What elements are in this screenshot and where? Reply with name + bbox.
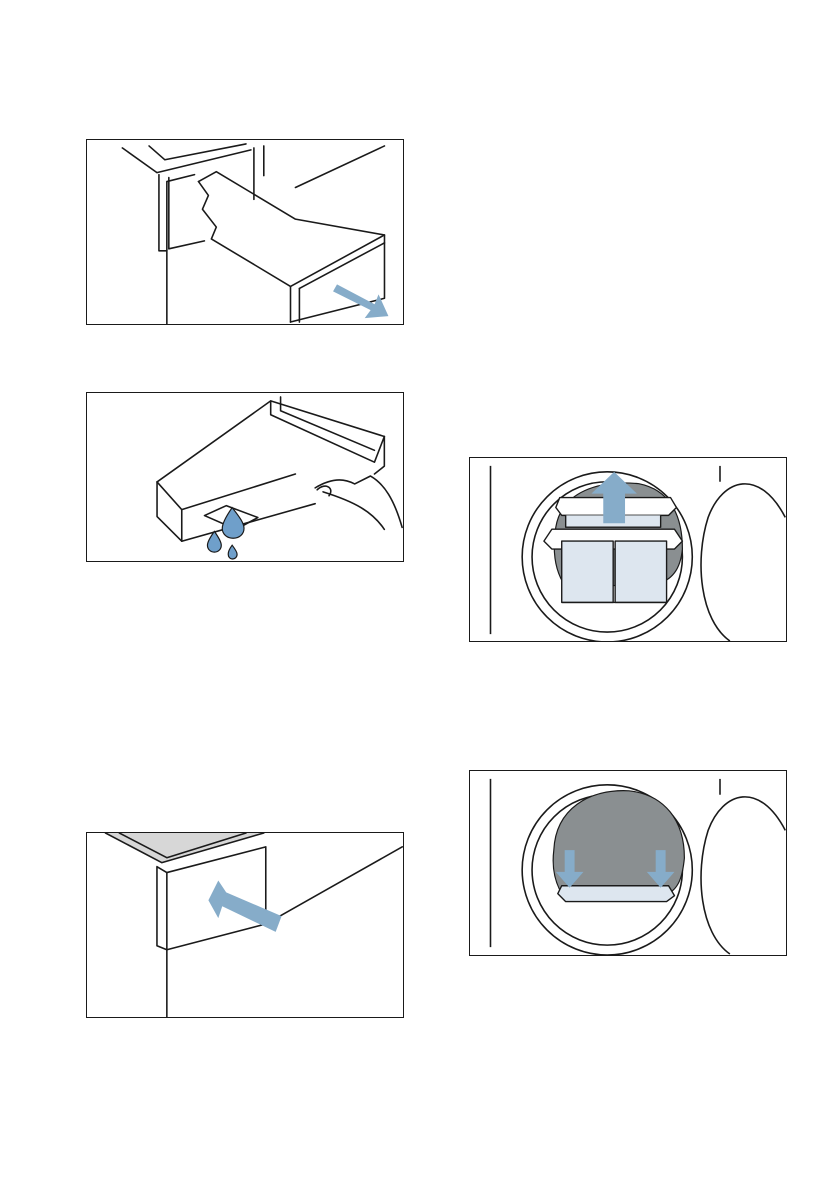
illustration-container-pull-out <box>87 140 403 324</box>
filter-mesh-right <box>615 541 666 602</box>
door-glass <box>701 797 785 954</box>
water-drop-icon <box>207 508 244 559</box>
container-front-top <box>291 235 385 286</box>
illustration-container-push-in <box>87 833 403 1017</box>
recess-inner <box>169 178 205 249</box>
door-glass <box>701 484 785 641</box>
recess-frame <box>159 175 195 251</box>
machine-top-rim <box>149 144 246 160</box>
figure-container-push-in <box>86 832 404 1018</box>
container-frame <box>157 867 167 950</box>
machine-top-edge <box>122 148 251 173</box>
machine-body-line <box>266 847 403 924</box>
illustration-filter-insertion <box>470 771 786 955</box>
machine-body-top <box>295 146 384 188</box>
container-lid-inner <box>281 397 375 450</box>
hand-back <box>315 476 402 527</box>
figure-filter-removal <box>469 457 787 642</box>
figure-container-emptying <box>86 392 404 562</box>
container-handle-side <box>199 182 291 287</box>
filter-slot <box>558 886 675 902</box>
container-corner <box>157 482 182 541</box>
figure-filter-insertion <box>469 770 787 956</box>
hand-palm <box>323 492 384 530</box>
container-mid-edge <box>182 474 296 510</box>
arrow-right-down-icon <box>333 284 388 318</box>
arrow-left-up-icon <box>208 880 281 931</box>
filter-mesh-left <box>562 541 613 602</box>
illustration-container-emptying <box>87 393 403 561</box>
container-front-inner-top <box>299 243 384 289</box>
figure-container-pull-out <box>86 139 404 325</box>
illustration-filter-removal <box>470 458 786 641</box>
